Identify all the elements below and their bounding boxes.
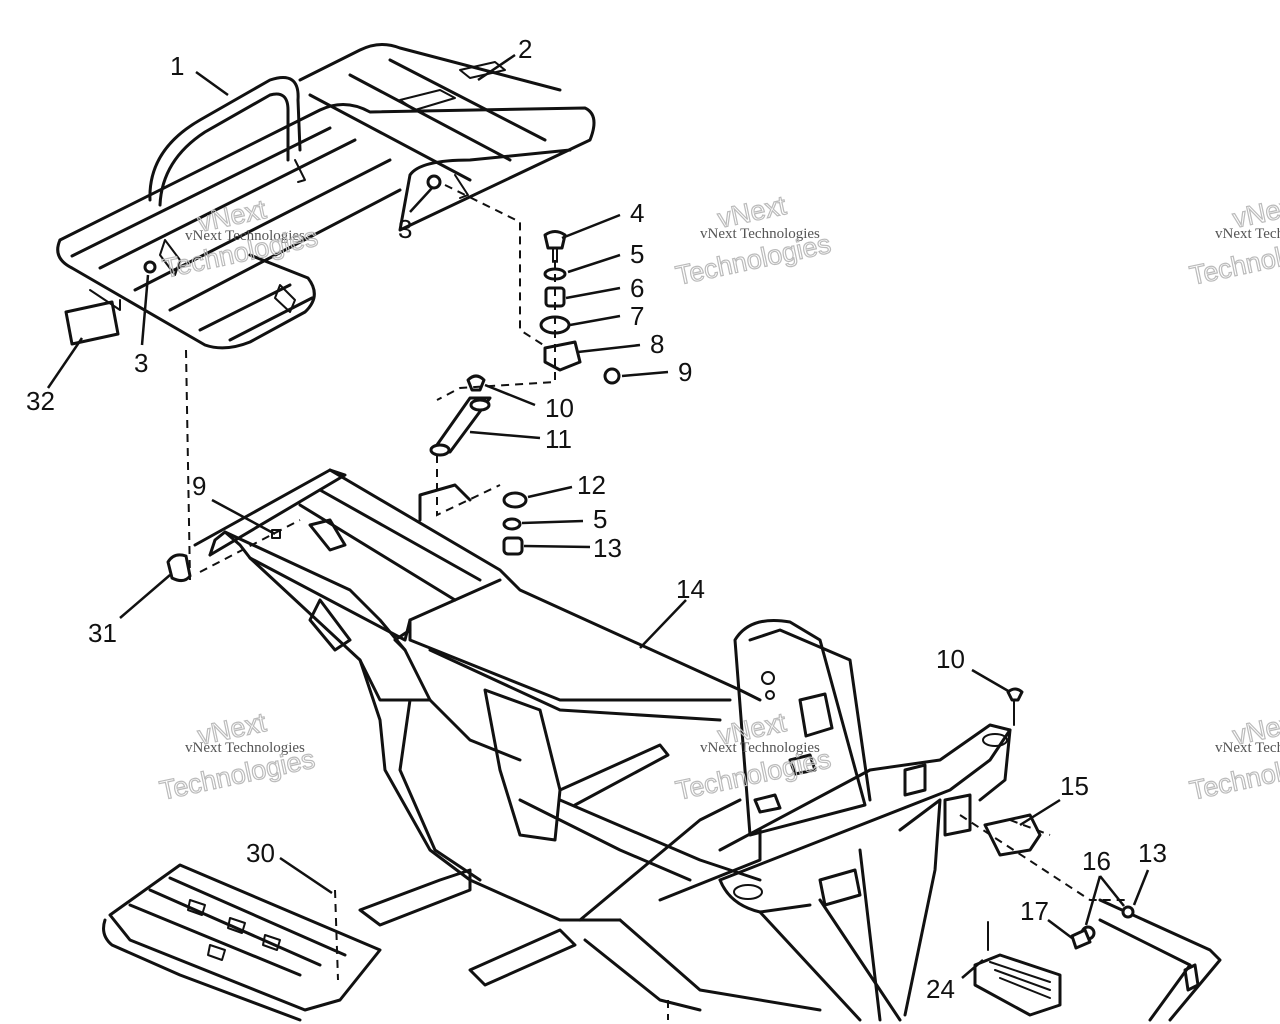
- main-frame: [193, 468, 1222, 1022]
- callout-number: 4: [630, 198, 644, 228]
- footpeg: [973, 921, 1062, 1017]
- callout-number: 32: [26, 386, 55, 416]
- watermark-text: vNext Technologies: [1215, 226, 1280, 242]
- callout-number: 11: [545, 424, 572, 454]
- callout-number: 2: [518, 34, 532, 64]
- callout-number: 3: [134, 348, 148, 378]
- callout-labels: 1 2 3 3 4 5 6 7 8 9 10 11 12 5 13 9 31 3…: [26, 34, 1167, 1004]
- assembly-lines: [185, 184, 1130, 1020]
- callout-number: 7: [630, 301, 644, 331]
- callout-number: 6: [630, 273, 644, 303]
- watermark-group: vNext Technologies Technologies vNext vN…: [156, 189, 1280, 806]
- callout-number: 24: [926, 974, 955, 1004]
- watermark-text: vNext Technologies: [1215, 740, 1280, 756]
- reflector: [64, 300, 120, 346]
- rear-rack: [56, 43, 596, 350]
- callout-number: 17: [1020, 896, 1049, 926]
- callout-number: 31: [88, 618, 117, 648]
- callout-number: 1: [170, 51, 184, 81]
- callout-number: 13: [593, 533, 622, 563]
- callout-number: 30: [246, 838, 275, 868]
- callout-number: 14: [676, 574, 705, 604]
- callout-number: 8: [650, 329, 664, 359]
- watermark-text: vNext Technologies: [700, 740, 820, 756]
- watermark-text: vNext Technologies: [700, 226, 820, 242]
- callout-number: 10: [936, 644, 965, 674]
- watermark-text: vNext Technologies: [185, 228, 305, 244]
- footrest-plate: [102, 863, 382, 1022]
- nut-stack: [502, 491, 528, 556]
- callout-number: 12: [577, 470, 606, 500]
- callout-number: 9: [192, 471, 206, 501]
- callout-number: 16: [1082, 846, 1111, 876]
- callout-number: 15: [1060, 771, 1089, 801]
- callout-number: 10: [545, 393, 574, 423]
- callout-number: 5: [593, 504, 607, 534]
- watermark-text: vNext Technologies: [185, 740, 305, 756]
- callout-number: 13: [1138, 838, 1167, 868]
- support-bracket: [429, 374, 492, 457]
- leader-lines: [46, 53, 1150, 979]
- callout-number: 3: [398, 214, 412, 244]
- callout-number: 5: [630, 239, 644, 269]
- bushing: [166, 553, 192, 583]
- callout-number: 9: [678, 357, 692, 387]
